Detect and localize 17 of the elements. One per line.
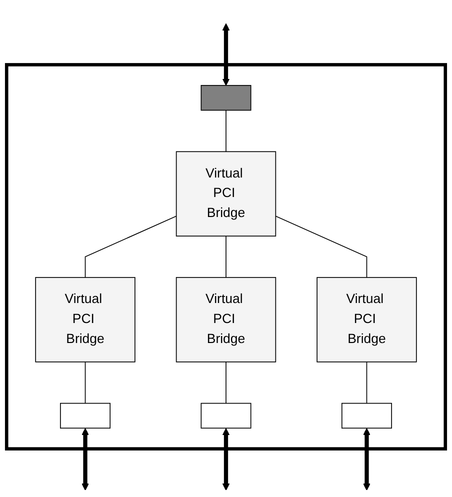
arrow bbox=[363, 428, 370, 491]
cluster bbox=[4, 63, 448, 450]
node-box: Virtual PCI Bridge bbox=[176, 151, 276, 236]
node-box bbox=[60, 402, 111, 429]
arrow bbox=[222, 428, 230, 491]
connector bbox=[275, 216, 368, 278]
node-box: Virtual PCI Bridge bbox=[35, 277, 136, 362]
connector bbox=[84, 362, 86, 404]
node-box: Virtual PCI Bridge bbox=[176, 277, 276, 362]
arrow bbox=[82, 428, 89, 491]
node-box: Virtual PCI Bridge bbox=[316, 277, 417, 362]
node-box bbox=[200, 85, 252, 111]
arrow bbox=[222, 23, 230, 86]
connector bbox=[366, 362, 368, 404]
node-box bbox=[200, 402, 252, 429]
node-box bbox=[341, 402, 392, 429]
connector bbox=[84, 216, 177, 278]
